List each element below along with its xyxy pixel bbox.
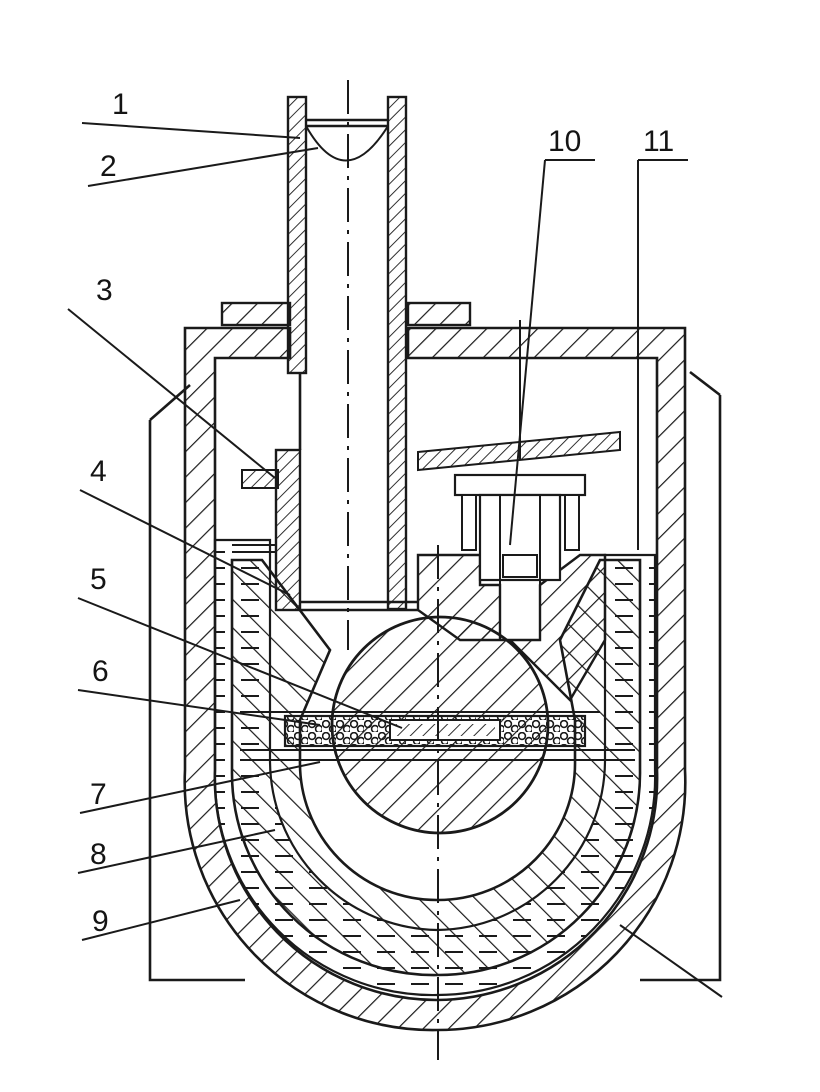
outer-casing — [148, 370, 722, 982]
label-6: 6 — [92, 655, 109, 688]
label-9: 9 — [92, 905, 109, 938]
inlet-lid — [232, 320, 621, 640]
label-11: 11 — [643, 125, 674, 158]
label-5: 5 — [90, 563, 107, 596]
label-3: 3 — [96, 274, 113, 307]
label-7: 7 — [90, 778, 107, 811]
grain-layer — [240, 711, 635, 761]
label-8: 8 — [90, 838, 107, 871]
label-2: 2 — [100, 150, 117, 183]
support-block — [416, 553, 607, 702]
inner-bowl — [230, 558, 642, 977]
callout-labels: 1 2 3 4 5 6 7 8 9 10 11 — [90, 88, 674, 938]
label-1: 1 — [112, 88, 129, 121]
center-axes — [347, 80, 439, 1060]
outer-vessel-wall — [183, 301, 687, 1032]
vertical-tube — [274, 95, 418, 612]
leader-lines — [67, 122, 723, 998]
label-4: 4 — [90, 455, 107, 488]
label-10: 10 — [548, 125, 581, 158]
